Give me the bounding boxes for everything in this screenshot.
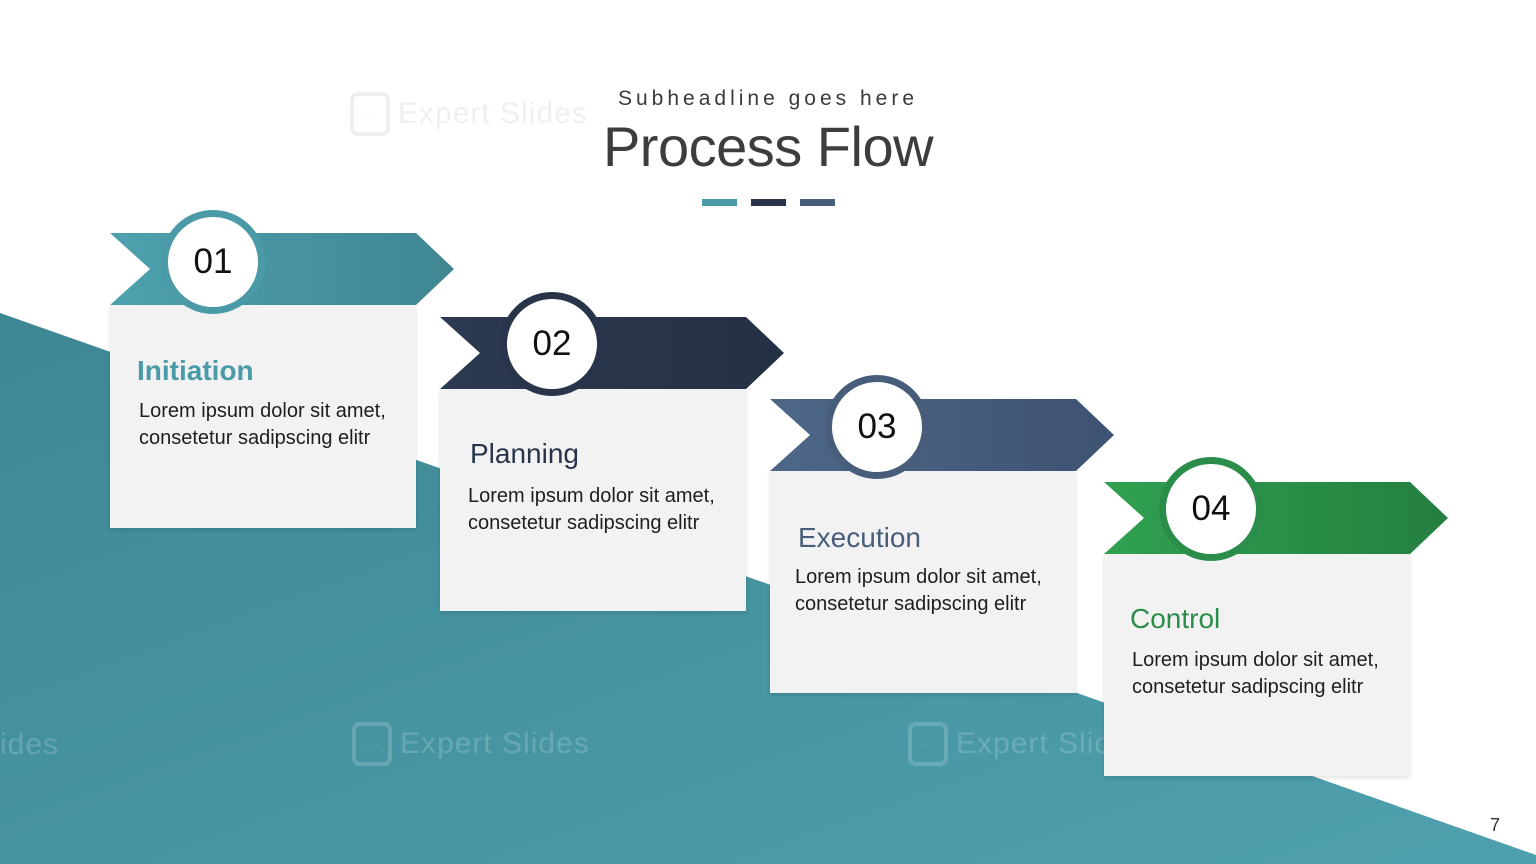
title-accent-dash — [751, 199, 786, 206]
page-number: 7 — [1489, 815, 1500, 835]
step-card: Execution Lorem ipsum dolor sit amet, co… — [770, 470, 1076, 693]
step-ribbon — [770, 399, 1114, 471]
step-card: Planning Lorem ipsum dolor sit amet, con… — [440, 388, 746, 611]
step-title: Control — [1130, 603, 1221, 634]
expert-slides-logo-icon: ··· — [908, 722, 948, 766]
subheadline: Subheadline goes here — [617, 87, 918, 110]
step-ribbon — [440, 317, 784, 389]
watermark: ··· Expert Slides — [350, 92, 588, 136]
step-title: Execution — [798, 522, 921, 553]
step-title: Initiation — [137, 355, 254, 386]
step-text: Lorem ipsum dolor sit amet, consetetur s… — [795, 566, 1042, 615]
page-title: Process Flow — [602, 115, 934, 178]
step-card: Initiation Lorem ipsum dolor sit amet, c… — [110, 305, 416, 528]
step-title: Planning — [470, 438, 579, 469]
step-number-badge: 04 — [1159, 457, 1263, 561]
step-card: Control Lorem ipsum dolor sit amet, cons… — [1104, 553, 1410, 776]
title-accent-dash — [800, 199, 835, 206]
title-accent-dash — [702, 199, 737, 206]
step-number-badge: 02 — [500, 292, 604, 396]
step-number-badge: 03 — [825, 375, 929, 479]
step-text: Lorem ipsum dolor sit amet, consetetur s… — [139, 400, 386, 449]
expert-slides-logo-icon: ··· — [352, 722, 392, 766]
step-ribbon — [1104, 482, 1448, 554]
step-text: Lorem ipsum dolor sit amet, consetetur s… — [468, 485, 715, 534]
watermark: ··· Expert Slides — [352, 722, 590, 766]
watermark: ides — [0, 728, 60, 761]
step-text: Lorem ipsum dolor sit amet, consetetur s… — [1132, 649, 1379, 698]
expert-slides-logo-icon: ··· — [350, 92, 390, 136]
step-number-badge: 01 — [161, 210, 265, 314]
